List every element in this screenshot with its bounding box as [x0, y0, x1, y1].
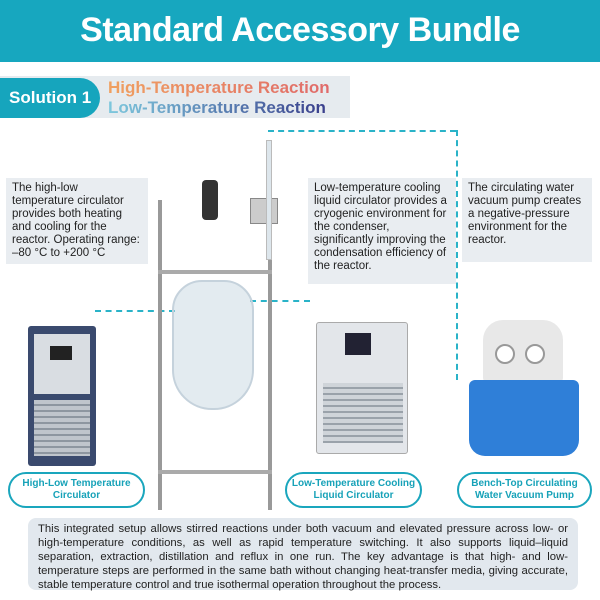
- connector: [250, 300, 310, 302]
- page-title: Standard Accessory Bundle: [0, 0, 600, 62]
- label-vacuum-pump: Bench-Top Circulating Water Vacuum Pump: [457, 472, 592, 508]
- note-middle: Low-temperature cooling liquid circulato…: [308, 178, 456, 284]
- glass-reactor-image: [150, 140, 285, 510]
- label-high-low-circulator: High-Low Temperature Circulator: [8, 472, 145, 508]
- vacuum-pump-image: [465, 320, 583, 458]
- high-temp-heading: High-Temperature Reaction: [108, 78, 330, 97]
- low-temp-heading: Low-Temperature Reaction: [108, 98, 326, 117]
- summary-text: This integrated setup allows stirred rea…: [28, 518, 578, 591]
- high-low-circulator-image: [28, 326, 96, 466]
- condenser-image: [266, 140, 272, 260]
- connector: [456, 130, 458, 380]
- label-cooling-circulator: Low-Temperature Cooling Liquid Circulato…: [285, 472, 422, 508]
- cooling-circulator-image: [316, 322, 408, 454]
- solution-badge: Solution 1: [0, 78, 100, 118]
- note-left: The high-low temperature circulator prov…: [6, 178, 148, 264]
- connector: [268, 130, 456, 132]
- note-right: The circulating water vacuum pump create…: [462, 178, 592, 262]
- connector: [95, 310, 175, 312]
